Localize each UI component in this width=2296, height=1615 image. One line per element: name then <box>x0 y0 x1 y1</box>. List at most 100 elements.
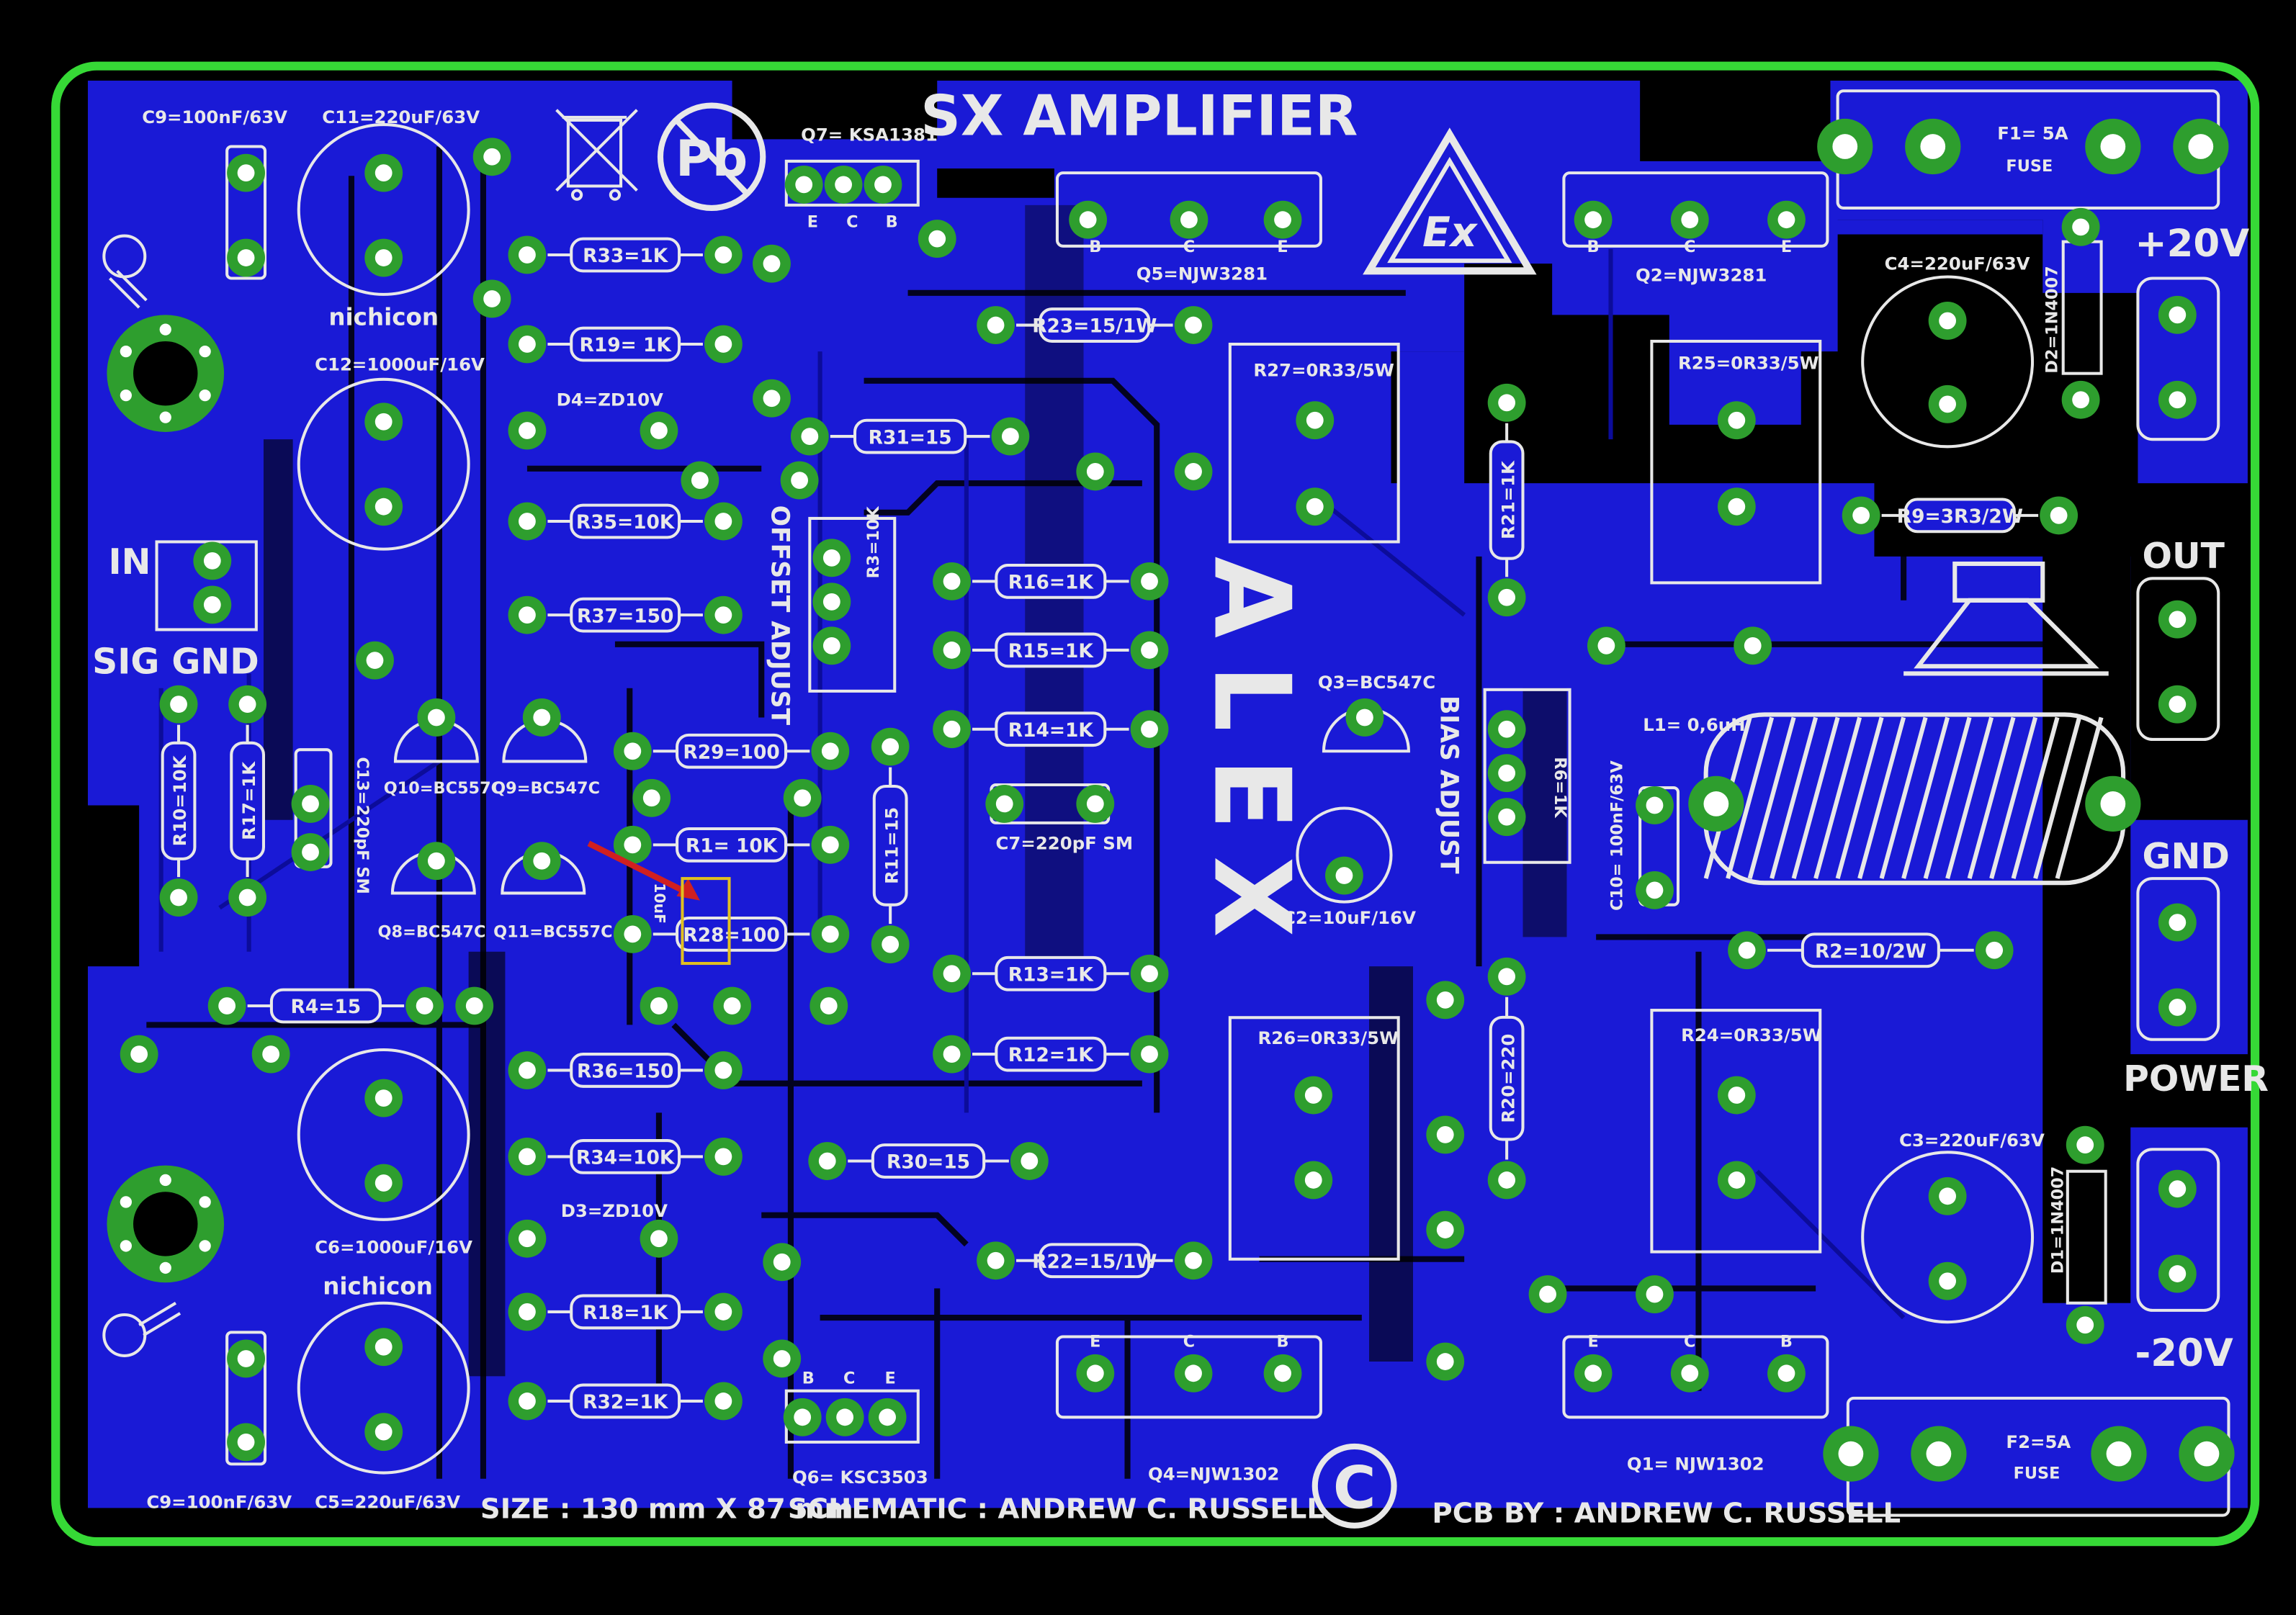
resistor-r14: R14=1K <box>972 711 1129 747</box>
resistor-r10: R10=10K <box>161 724 197 878</box>
pad <box>2066 1125 2104 1164</box>
bias-adjust-label: BIAS ADJUST <box>1435 696 1463 874</box>
fuse1-label: FUSE <box>2006 157 2053 176</box>
resistor-label: R29=100 <box>683 741 779 763</box>
pad <box>1170 200 1208 239</box>
pad <box>810 986 848 1025</box>
pad <box>933 1035 971 1074</box>
pad <box>1975 931 2014 970</box>
resistor-label: R11=15 <box>881 807 902 884</box>
pad <box>1728 931 1766 970</box>
pad <box>508 1137 547 1176</box>
pad <box>508 1051 547 1089</box>
f1-label: F1= 5A <box>1997 122 2068 143</box>
res-r6: R6=1K <box>1551 757 1569 818</box>
pad <box>871 925 910 964</box>
resistor-label: R31=15 <box>869 426 952 449</box>
pad <box>763 1243 802 1282</box>
pad <box>1587 626 1625 665</box>
pin-letter: B <box>802 1369 815 1388</box>
pad <box>2158 1169 2197 1208</box>
pad <box>364 1413 403 1452</box>
pad <box>356 641 394 680</box>
pad <box>364 1164 403 1202</box>
res-r24: R24=0R33/5W <box>1681 1025 1822 1045</box>
resistor-label: R9=3R3/2W <box>1897 505 2023 528</box>
pin-letter: C <box>1684 1333 1695 1351</box>
resistor-r32: R32=1K <box>547 1383 703 1419</box>
pad <box>207 986 246 1025</box>
resistor-r4: R4=15 <box>247 988 405 1024</box>
pos20v-label: +20V <box>2135 222 2249 266</box>
pad <box>1528 1275 1567 1313</box>
pad <box>808 1142 847 1180</box>
pad <box>508 1382 547 1421</box>
pad <box>1717 487 1756 526</box>
pad <box>2179 1426 2235 1482</box>
resistor-label: R16=1K <box>1008 572 1095 594</box>
pin-letter: C <box>846 212 858 231</box>
res-r26: R26=0R33/5W <box>1257 1027 1399 1048</box>
pin-letter: E <box>885 1369 896 1388</box>
pad <box>1487 710 1526 749</box>
pad <box>508 235 547 274</box>
pin-letter: C <box>1183 1333 1195 1351</box>
pad <box>1487 578 1526 617</box>
pad <box>1487 1161 1526 1200</box>
pad <box>985 784 1024 823</box>
pin-letter: C <box>843 1369 855 1388</box>
pad <box>1717 1161 1756 1200</box>
pad <box>227 153 266 192</box>
pad <box>193 541 232 580</box>
pad <box>1076 784 1115 823</box>
cap-c13: C13=220pF SM <box>353 757 372 894</box>
q7-label: Q7= KSA1381 <box>801 124 938 145</box>
pad <box>405 986 444 1025</box>
annotation-10uf: 10uF <box>651 883 668 924</box>
mounting-hole-top <box>107 315 225 432</box>
pad <box>1767 200 1806 239</box>
screw-icon-bottom <box>102 1301 181 1357</box>
pad <box>1842 496 1880 535</box>
resistor-r12: R12=1K <box>972 1036 1129 1072</box>
cap-c9-bottom: C9=100nF/63V <box>146 1491 292 1512</box>
pad <box>1325 856 1363 895</box>
resistor-r23: R23=15/1W <box>1016 307 1173 343</box>
resistor-label: R36=150 <box>577 1061 673 1083</box>
pad <box>704 325 743 364</box>
pad <box>1905 118 1961 175</box>
pad <box>1688 775 1744 832</box>
resistor-r36: R36=150 <box>547 1053 703 1088</box>
pad <box>417 698 456 737</box>
pad <box>522 842 561 881</box>
pad <box>364 1079 403 1117</box>
pad <box>1817 118 1873 175</box>
resistor-r1: R1= 10K <box>653 827 810 863</box>
copyright-icon: C <box>1311 1443 1397 1529</box>
pad <box>364 402 403 441</box>
pad <box>2158 380 2197 419</box>
nichicon-logo-top: nichicon <box>328 304 439 331</box>
q10-label: Q10=BC557C <box>384 779 503 798</box>
pad <box>417 842 456 881</box>
cap-c9-top: C9=100nF/63V <box>142 107 287 127</box>
pad <box>1076 1354 1115 1393</box>
resistor-label: R28=100 <box>683 925 779 947</box>
resistor-r31: R31=15 <box>830 418 990 454</box>
pin-letter: E <box>1090 1333 1100 1351</box>
pad <box>704 1292 743 1331</box>
pad <box>227 238 266 277</box>
resistor-label: R2=10/2W <box>1815 940 1927 963</box>
pad <box>1574 200 1613 239</box>
q11-label: Q11=BC557C <box>493 922 612 941</box>
nichicon-logo-bottom: nichicon <box>323 1273 433 1300</box>
resistor-label: R23=15/1W <box>1032 315 1157 338</box>
pb-text: Pb <box>676 130 748 188</box>
resistor-r34: R34=10K <box>547 1139 703 1174</box>
pad <box>704 595 743 634</box>
pin-letter: B <box>1089 238 1101 256</box>
resistor-r20: R20=220 <box>1489 997 1525 1160</box>
pad <box>812 626 851 665</box>
pad <box>508 1292 547 1331</box>
f2-label: F2=5A <box>2006 1431 2071 1452</box>
